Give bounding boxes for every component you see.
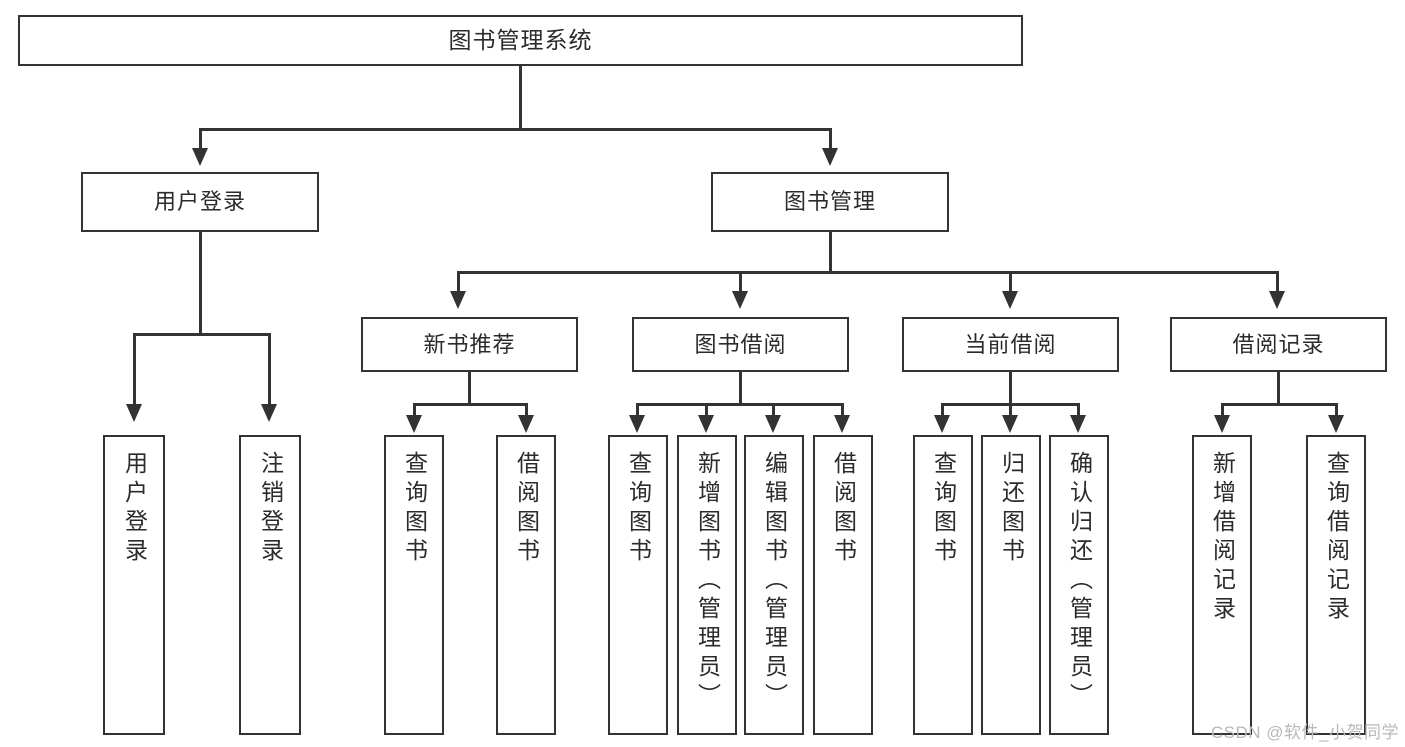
connector-book-manage-drop-4 [1276,271,1279,293]
connector-new-book-drop-2 [525,403,528,417]
node-label: 用户登录 [153,189,246,215]
connector-book-manage-bus [457,271,1278,274]
arrow-to-user-login [192,148,208,166]
connector-current-borrow-drop-1 [941,403,944,417]
leaf-user-logout[interactable]: 注销登录 [239,435,301,735]
connector-root-drop-left [199,128,202,150]
node-label: 借阅记录 [1232,331,1325,357]
arrow-to-leaf-borrow-book-2 [834,415,850,433]
leaf-return-book[interactable]: 归还图书 [981,435,1041,735]
leaf-add-record[interactable]: 新增借阅记录 [1192,435,1252,735]
connector-book-borrow-drop-1 [636,403,639,417]
arrow-to-leaf-confirm-return [1070,415,1086,433]
connector-root-bus [199,128,832,131]
connector-user-login-drop-1 [133,333,136,406]
arrow-to-leaf-user-logout [261,404,277,422]
watermark-text: CSDN @软件_小贺同学 [1210,723,1399,742]
node-label: 查询借阅记录 [1323,451,1350,625]
connector-book-borrow-stem [739,372,742,405]
connector-current-borrow-stem [1009,372,1012,405]
leaf-query-record[interactable]: 查询借阅记录 [1306,435,1366,735]
connector-book-borrow-bus [636,403,844,406]
node-label: 注销登录 [257,451,284,567]
leaf-query-book-3[interactable]: 查询图书 [913,435,973,735]
leaf-query-book-1[interactable]: 查询图书 [384,435,444,735]
node-label: 图书管理 [783,189,876,215]
arrow-to-leaf-borrow-book-1 [518,415,534,433]
node-label: 查询图书 [401,451,428,567]
node-label: 新增借阅记录 [1209,451,1236,625]
connector-new-book-bus [413,403,528,406]
connector-book-manage-stem [829,232,832,273]
node-label: 图书借阅 [694,331,787,357]
node-label: 新书推荐 [423,331,516,357]
arrow-to-leaf-edit-book [765,415,781,433]
arrow-to-leaf-query-record [1328,415,1344,433]
leaf-user-login[interactable]: 用户登录 [103,435,165,735]
connector-book-manage-drop-3 [1009,271,1012,293]
arrow-to-leaf-query-book-1 [406,415,422,433]
arrow-to-borrow-record [1269,291,1285,309]
node-user-login[interactable]: 用户登录 [81,172,319,232]
connector-root-drop-right [829,128,832,150]
connector-current-borrow-drop-2 [1009,403,1012,417]
leaf-borrow-book-2[interactable]: 借阅图书 [813,435,873,735]
node-label: 确认归还（管理员） [1066,451,1093,712]
leaf-confirm-return[interactable]: 确认归还（管理员） [1049,435,1109,735]
arrow-to-book-manage [822,148,838,166]
connector-book-manage-drop-2 [739,271,742,293]
connector-new-book-drop-1 [413,403,416,417]
node-label: 归还图书 [998,451,1025,567]
node-new-book-recommend[interactable]: 新书推荐 [361,317,578,372]
node-label: 查询图书 [625,451,652,567]
arrow-to-leaf-add-book [698,415,714,433]
node-label: 借阅图书 [513,451,540,567]
connector-current-borrow-drop-3 [1077,403,1080,417]
arrow-to-leaf-user-login [126,404,142,422]
connector-root-stem [519,66,522,129]
node-root-system[interactable]: 图书管理系统 [18,15,1023,66]
connector-user-login-bus [133,333,270,336]
connector-user-login-drop-2 [268,333,271,406]
arrow-to-current-borrow [1002,291,1018,309]
node-label: 编辑图书（管理员） [761,451,788,712]
arrow-to-book-borrow [732,291,748,309]
leaf-borrow-book-1[interactable]: 借阅图书 [496,435,556,735]
node-current-borrow[interactable]: 当前借阅 [902,317,1119,372]
leaf-query-book-2[interactable]: 查询图书 [608,435,668,735]
connector-book-borrow-drop-4 [841,403,844,417]
connector-book-borrow-drop-3 [772,403,775,417]
node-label: 新增图书（管理员） [694,451,721,712]
connector-new-book-stem [468,372,471,405]
node-label: 查询图书 [930,451,957,567]
node-borrow-record[interactable]: 借阅记录 [1170,317,1387,372]
arrow-to-leaf-add-record [1214,415,1230,433]
node-label: 图书管理系统 [448,27,593,54]
arrow-to-leaf-return-book [1002,415,1018,433]
arrow-to-leaf-query-book-3 [934,415,950,433]
node-label: 用户登录 [121,451,148,567]
arrow-to-leaf-query-book-2 [629,415,645,433]
node-book-borrow[interactable]: 图书借阅 [632,317,849,372]
arrow-to-new-book-recommend [450,291,466,309]
node-label: 借阅图书 [830,451,857,567]
connector-borrow-record-bus [1221,403,1338,406]
node-book-manage[interactable]: 图书管理 [711,172,949,232]
connector-book-manage-drop-1 [457,271,460,293]
connector-borrow-record-drop-2 [1335,403,1338,417]
connector-borrow-record-drop-1 [1221,403,1224,417]
connector-user-login-stem [199,232,202,335]
connector-borrow-record-stem [1277,372,1280,405]
node-label: 当前借阅 [964,331,1057,357]
connector-book-borrow-drop-2 [705,403,708,417]
leaf-edit-book[interactable]: 编辑图书（管理员） [744,435,804,735]
leaf-add-book[interactable]: 新增图书（管理员） [677,435,737,735]
